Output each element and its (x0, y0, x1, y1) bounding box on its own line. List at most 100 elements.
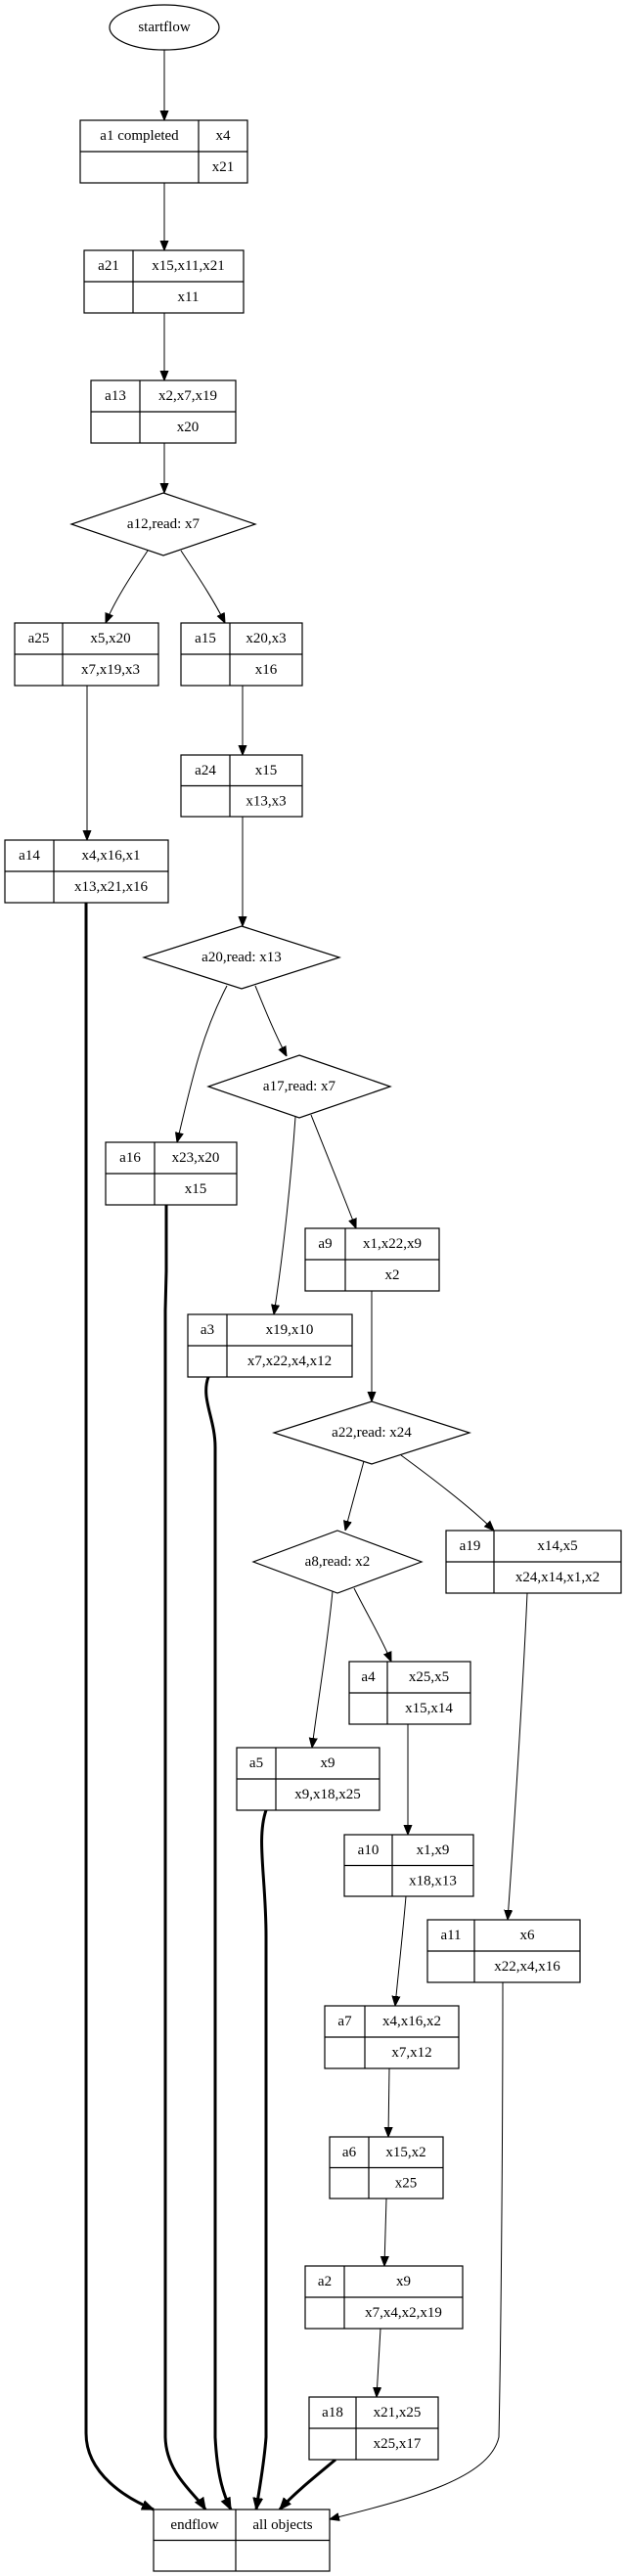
edge-a11-to-endflow (330, 1981, 504, 2519)
edge-a7-to-a6 (388, 2067, 389, 2137)
activity-inputs: x20,x3 (246, 631, 286, 646)
end-objects-label: all objects (252, 2517, 312, 2533)
activity-name: a19 (460, 1538, 481, 1554)
node-a12[interactable]: a12,read: x7 (69, 492, 257, 556)
activity-inputs: x19,x10 (266, 1322, 314, 1338)
activity-inputs: x15,x11,x21 (152, 258, 224, 274)
edge-a8-to-a5 (312, 1590, 334, 1748)
decision-label: a17,read: x7 (263, 1079, 336, 1094)
decision-diamond (206, 1054, 392, 1119)
node-a2[interactable]: a2 x9 x7,x4,x2,x19 (304, 2265, 464, 2330)
activity-outputs: x15 (185, 1181, 207, 1197)
node-a11[interactable]: a11 x6 x22,x4,x16 (426, 1919, 581, 1983)
activity-name: a2 (318, 2274, 332, 2289)
decision-label: a22,read: x24 (332, 1425, 412, 1441)
activity-outputs: x24,x14,x1,x2 (515, 1570, 600, 1585)
activity-inputs: x4,x16,x1 (82, 848, 141, 864)
activity-inputs: x9 (321, 1755, 335, 1771)
activity-outputs: x7,x19,x3 (81, 662, 140, 678)
node-a15[interactable]: a15 x20,x3 x16 (180, 622, 303, 687)
decision-diamond (272, 1400, 471, 1465)
node-a6[interactable]: a6 x15,x2 x25 (329, 2136, 444, 2199)
activity-outputs: x20 (177, 420, 200, 435)
activity-name: a6 (342, 2145, 357, 2160)
activity-name: a16 (119, 1150, 141, 1166)
activity-inputs: x1,x9 (417, 1843, 450, 1858)
activity-name: a13 (105, 388, 126, 404)
activity-outputs: x13,x21,x16 (74, 879, 149, 895)
edge-a19-to-a11 (508, 1592, 528, 1920)
activity-outputs: x25 (395, 2175, 418, 2191)
activity-outputs: x11 (178, 289, 200, 305)
edge-a20-to-a17 (254, 985, 287, 1056)
activity-outputs: x7,x22,x4,x12 (247, 1354, 332, 1369)
activity-inputs: x25,x5 (409, 1669, 449, 1685)
activity-outputs: x9,x18,x25 (294, 1787, 361, 1802)
activity-name: a5 (249, 1755, 263, 1771)
activity-name: a15 (195, 631, 216, 646)
activity-outputs: x2 (385, 1267, 400, 1283)
activity-inputs: x5,x20 (90, 631, 130, 646)
activity-inputs: x1,x22,x9 (363, 1236, 422, 1252)
edge-a18-to-endflow (278, 2458, 336, 2509)
edge-a22-to-a19 (400, 1454, 494, 1531)
activity-outputs: x22,x4,x16 (494, 1959, 560, 1975)
decision-diamond (69, 492, 257, 556)
activity-inputs: x15,x2 (385, 2145, 425, 2160)
activity-outputs: x18,x13 (409, 1873, 457, 1888)
edge-a12-to-a15 (180, 550, 225, 623)
start-ellipse (109, 4, 220, 51)
edge-a12-to-a25 (106, 550, 149, 623)
edge-a6-to-a2 (384, 2198, 386, 2266)
node-a13[interactable]: a13 x2,x7,x19 x20 (90, 379, 237, 444)
node-a25[interactable]: a25 x5,x20 x7,x19,x3 (14, 622, 159, 687)
node-a20[interactable]: a20,read: x13 (142, 925, 341, 990)
edge-a22-to-a8 (345, 1460, 365, 1531)
activity-inputs: x14,x5 (537, 1538, 577, 1554)
activity-inputs: x2,x7,x19 (158, 388, 217, 404)
edge-a10-to-a7 (395, 1895, 407, 2006)
node-startflow[interactable]: startflow (109, 4, 220, 51)
activity-name: a9 (318, 1236, 332, 1252)
edge-a17-to-a3 (274, 1116, 296, 1314)
activity-name: a11 (440, 1928, 461, 1943)
node-a9[interactable]: a9 x1,x22,x9 x2 (304, 1227, 440, 1292)
decision-label: a20,read: x13 (201, 950, 282, 965)
activity-outputs: x21 (212, 159, 235, 175)
activity-name: a24 (195, 763, 216, 778)
activity-inputs: x21,x25 (374, 2405, 422, 2421)
activity-name: a18 (322, 2405, 343, 2421)
activity-outputs: x15,x14 (405, 1701, 453, 1716)
node-a17[interactable]: a17,read: x7 (206, 1054, 392, 1119)
edge-a20-to-a16 (177, 985, 228, 1142)
edge-a14-to-endflow (84, 903, 154, 2511)
end-label: endflow (170, 2517, 218, 2533)
edges-layer (84, 50, 528, 2519)
node-a19[interactable]: a19 x14,x5 x24,x14,x1,x2 (445, 1530, 622, 1594)
activity-name: a1 completed (100, 128, 179, 144)
node-a8[interactable]: a8,read: x2 (251, 1530, 424, 1594)
node-a5[interactable]: a5 x9 x9,x18,x25 (236, 1747, 380, 1811)
edge-a5-to-endflow (256, 1809, 268, 2509)
node-endflow[interactable]: endflow all objects (153, 2509, 331, 2572)
activity-outputs: x7,x4,x2,x19 (365, 2305, 442, 2321)
decision-label: a12,read: x7 (127, 516, 201, 532)
node-a22[interactable]: a22,read: x24 (272, 1400, 471, 1465)
decision-diamond (142, 925, 341, 990)
activity-inputs: x9 (396, 2274, 411, 2289)
activity-outputs: x16 (255, 662, 278, 678)
edge-a17-to-a9 (310, 1114, 356, 1228)
activity-inputs: x6 (520, 1928, 536, 1943)
activity-name: a25 (28, 631, 50, 646)
